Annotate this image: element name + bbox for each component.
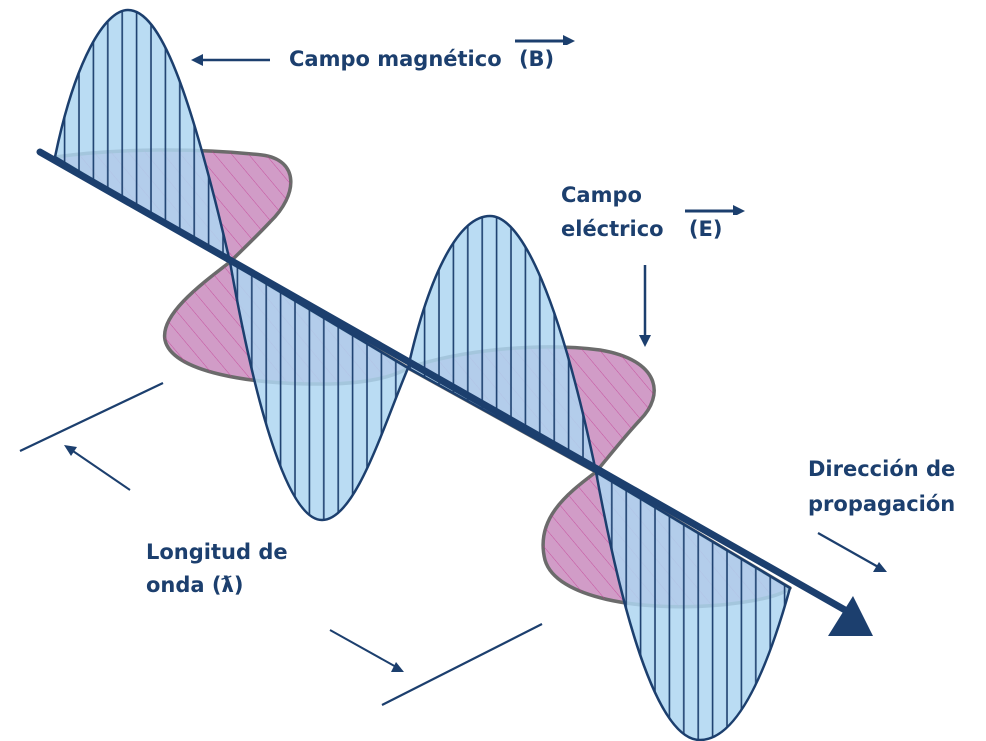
vector-arrow-icon — [514, 35, 575, 45]
electric-field-label-line1: Campo — [561, 180, 642, 211]
propagation-label-line2: propagación — [808, 489, 955, 520]
electric-field-text-1: Campo — [561, 183, 642, 207]
wavelength-text-2: onda (ƛ) — [146, 573, 244, 597]
magnetic-lobe-2-hatch — [228, 260, 410, 522]
wavelength-arrow-right-head — [391, 662, 404, 672]
electric-vector-symbol: (E) — [684, 205, 745, 245]
electric-pointer-arrowhead — [639, 335, 651, 347]
magnetic-field-label: Campo magnético (B) — [289, 35, 575, 75]
magnetic-lobe-3-hatch — [406, 214, 598, 474]
electric-field-text-2: eléctrico — [561, 217, 664, 241]
vector-arrow-icon — [684, 205, 745, 215]
magnetic-pointer-arrowhead — [191, 54, 203, 66]
magnetic-vector-symbol: (B) — [514, 35, 575, 75]
wavelength-boundary-left — [19, 382, 164, 452]
magnetic-lobe-1-hatch — [53, 8, 232, 264]
electric-symbol-text: (E) — [688, 217, 723, 241]
propagation-axis — [36, 148, 849, 614]
magnetic-symbol-text: (B) — [518, 47, 555, 71]
electric-field-label-line2: eléctrico (E) — [561, 205, 745, 245]
propagation-axis-arrowhead — [828, 596, 873, 636]
wavelength-boundary-right — [381, 623, 543, 706]
wavelength-arrow-left-head — [64, 445, 77, 456]
magnetic-lobe-4-hatch — [594, 470, 792, 741]
propagation-text-1: Dirección de — [808, 457, 956, 481]
wavelength-text-1: Longitud de — [146, 540, 288, 564]
wavelength-arrow-left — [69, 448, 131, 491]
wavelength-label-line2: onda (ƛ) — [146, 570, 244, 601]
magnetic-field-text: Campo magnético — [289, 47, 502, 71]
propagation-label-line1: Dirección de — [808, 454, 955, 485]
wavelength-arrow-right — [329, 629, 399, 669]
propagation-pointer-arrowhead — [873, 562, 887, 572]
propagation-pointer-arrow — [817, 532, 881, 569]
propagation-text-2: propagación — [808, 492, 956, 516]
wavelength-label-line1: Longitud de — [146, 537, 288, 568]
